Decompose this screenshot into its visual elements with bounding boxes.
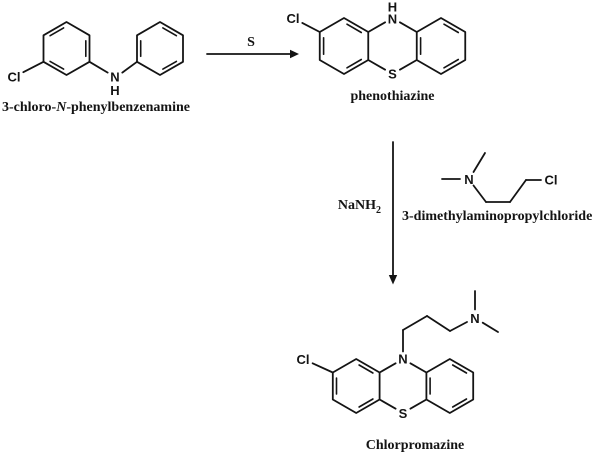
product-structure: Cl N S N — [297, 290, 499, 421]
intermediate-name-label: phenothiazine — [350, 89, 435, 104]
reactant-name-prefix: 3-chloro- — [2, 100, 57, 115]
product-name-label: Chlorpromazine — [365, 438, 465, 453]
reaction-arrow-down — [388, 141, 398, 285]
reaction-arrow-right — [206, 49, 299, 59]
reactant-name-label: 3-chloro-N-phenylbenzenamine — [2, 100, 190, 116]
arrow-right-head-icon — [290, 49, 299, 59]
arrow2-reagent-subscript: 2 — [376, 204, 381, 216]
reactant-right-benzene-ring — [136, 21, 184, 76]
intermediate-right-benzene-ring — [415, 17, 467, 75]
intermediate-left-benzene-ring — [318, 17, 370, 75]
arrow-down-head-icon — [388, 275, 398, 285]
arrow1-reagent-label: S — [247, 35, 255, 50]
product-right-benzene-ring — [425, 358, 475, 414]
reactant-name-suffix: -phenylbenzenamine — [66, 100, 190, 115]
side-reagent-name-label: 3-dimethylaminopropylchloride — [402, 209, 593, 224]
side-reagent-structure: N Cl — [441, 152, 558, 203]
intermediate-structure: Cl H N S — [287, 0, 467, 82]
intermediate-n-atom-label: N — [388, 12, 397, 27]
product-amine-n-atom-label: N — [470, 311, 479, 326]
intermediate-h-atom-label: H — [388, 0, 397, 14]
intermediate-cl-bond — [301, 21, 321, 33]
reactant-cl-bond — [22, 60, 45, 74]
arrow2-reagent-base: NaNH — [337, 198, 376, 213]
side-reagent-n-atom-label: N — [464, 172, 473, 187]
product-ring-n-atom-label: N — [398, 352, 407, 367]
product-cl-atom-label: Cl — [297, 352, 310, 367]
product-cl-bond — [311, 362, 334, 374]
reactant-h-atom-label: H — [110, 83, 119, 98]
reactant-name-italic-n: N — [56, 100, 67, 115]
reactant-structure: Cl N H — [8, 21, 184, 98]
product-s-atom-label: S — [399, 406, 408, 421]
intermediate-cl-atom-label: Cl — [287, 11, 300, 26]
product-left-benzene-ring — [331, 358, 381, 414]
reactant-n-atom-label: N — [110, 70, 119, 85]
side-reagent-cl-atom-label: Cl — [545, 173, 558, 188]
reactant-cl-atom-label: Cl — [8, 70, 21, 85]
reactant-left-benzene-ring — [42, 21, 91, 76]
arrow2-reagent-label: NaNH2 — [322, 198, 381, 216]
intermediate-s-atom-label: S — [388, 67, 397, 82]
